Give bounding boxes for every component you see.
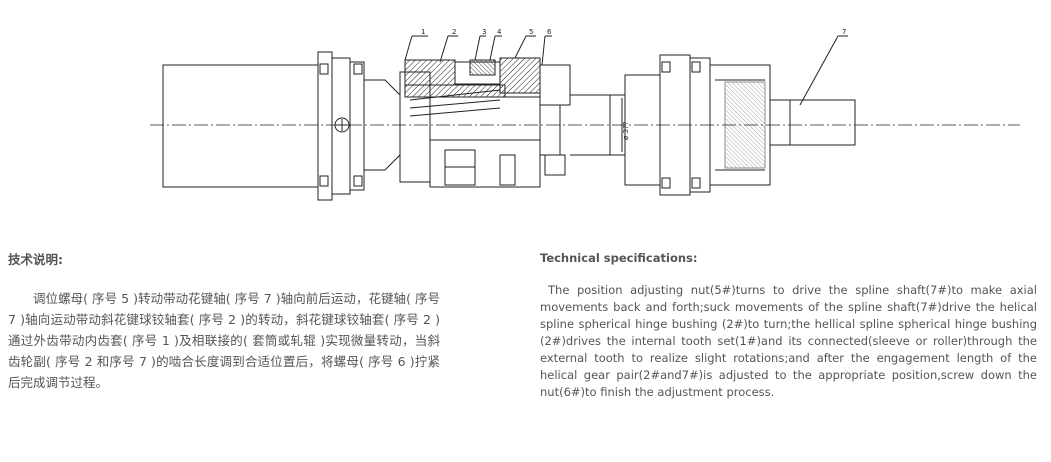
part-label-5: 5 [529, 28, 533, 36]
part-label-2: 2 [452, 28, 456, 36]
dimension-label: ø 3?? [622, 121, 630, 140]
part-label-3: 3 [482, 28, 486, 36]
english-section-body: The position adjusting nut(5#)turns to d… [540, 283, 1037, 399]
part-label-6: 6 [547, 28, 552, 36]
chinese-section-body: 调位螺母( 序号 5 )转动带动花键轴( 序号 7 )轴向前后运动，花键轴( 序… [8, 291, 440, 390]
part-label-7: 7 [842, 28, 846, 36]
part-label-1: 1 [421, 28, 425, 36]
technical-drawing: 1 2 3 4 5 6 7 ø 3?? [150, 28, 1020, 201]
chinese-section-title: 技术说明: [8, 252, 63, 267]
english-section-title: Technical specifications: [540, 251, 698, 265]
part-label-4: 4 [497, 28, 502, 36]
